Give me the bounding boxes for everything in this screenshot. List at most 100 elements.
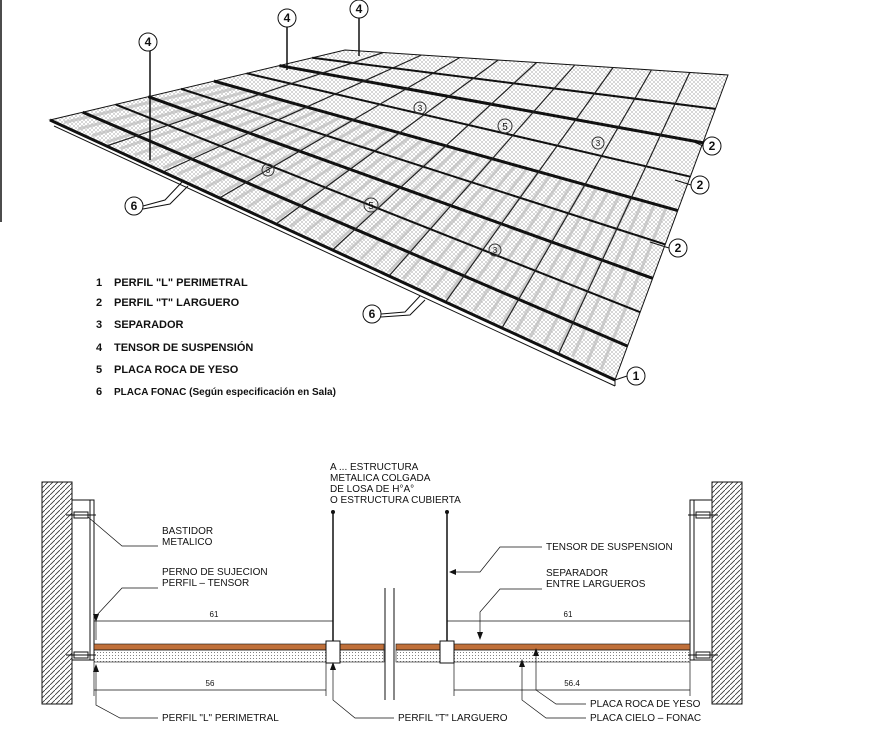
panel-stripe: [599, 208, 667, 371]
panel-stripe: [486, 182, 574, 319]
panel-stripe: [571, 201, 644, 358]
separator-line: [445, 67, 614, 303]
svg-text:3: 3: [493, 246, 498, 255]
callout-2-b: 2: [674, 175, 710, 195]
section-detail: 61 61 56 56.4 A ... ESTRUCTURA METALICA …: [41, 462, 743, 724]
dim-bottom-left: 56: [93, 662, 327, 696]
bolt: [688, 651, 718, 659]
svg-text:TENSOR DE SUSPENSIÓN: TENSOR DE SUSPENSIÓN: [114, 341, 253, 354]
separator-line: [501, 69, 652, 329]
note-perfil-l: PERFIL "L" PERIMETRAL: [93, 664, 279, 724]
panel-stripe: [528, 191, 609, 338]
separator-line: [557, 72, 691, 355]
panel-stripe: [359, 152, 469, 261]
t-profile-left: [325, 640, 341, 664]
svg-text:3: 3: [266, 166, 271, 175]
callout-2-c: 2: [649, 238, 688, 258]
svg-text:5: 5: [368, 201, 374, 212]
panel-stripe: [317, 142, 435, 241]
legend-item-6: 6 PLACA FONAC (Según especificación en S…: [96, 386, 336, 398]
dim-top-left: 61: [93, 610, 334, 644]
svg-text:2: 2: [709, 139, 716, 153]
right-wall: [711, 481, 743, 705]
left-wall: [41, 481, 73, 705]
svg-text:56: 56: [206, 679, 215, 688]
left-frame: [71, 499, 95, 661]
note-structure: A ... ESTRUCTURA METALICA COLGADA DE LOS…: [330, 462, 461, 506]
note-perno: PERNO DE SUJECION PERFIL – TENSOR: [93, 567, 268, 640]
panel-stripe: [458, 175, 551, 306]
bolt: [66, 511, 96, 519]
callout-4-b: 4: [277, 8, 297, 28]
front-perimeter-profile: [49, 118, 616, 382]
separators: [106, 51, 691, 355]
svg-text:PERNO DE SUJECION: PERNO DE SUJECION: [162, 567, 268, 578]
note-separador: SEPARADOR ENTRE LARGUEROS: [477, 568, 646, 640]
svg-text:O ESTRUCTURA CUBIERTA: O ESTRUCTURA CUBIERTA: [330, 495, 461, 506]
note-perfil-t: PERFIL "T" LARGUERO: [330, 662, 508, 724]
svg-text:6: 6: [96, 386, 102, 398]
svg-text:3: 3: [418, 104, 423, 113]
svg-text:METALICA COLGADA: METALICA COLGADA: [330, 473, 431, 484]
dim-bottom-right: 56.4: [453, 662, 691, 696]
legend-item-5: 5 PLACA ROCA DE YESO: [96, 364, 239, 376]
svg-text:4: 4: [145, 35, 152, 49]
svg-text:3: 3: [96, 319, 102, 331]
isometric-ceiling: 4 4 4 2 2 2 1: [48, 0, 729, 387]
surface-label-5: 5: [497, 118, 513, 134]
fonac-panel-right: [395, 649, 691, 663]
svg-text:1: 1: [96, 277, 102, 289]
svg-text:PERFIL "L" PERIMETRAL: PERFIL "L" PERIMETRAL: [162, 713, 279, 724]
svg-text:4: 4: [356, 2, 363, 16]
svg-text:PERFIL "L" PERIMETRAL: PERFIL "L" PERIMETRAL: [114, 277, 248, 289]
svg-text:A ... ESTRUCTURA: A ... ESTRUCTURA: [330, 462, 419, 473]
panel-stripe: [345, 149, 458, 254]
callout-4-c: 4: [349, 0, 369, 19]
svg-text:6: 6: [131, 199, 138, 213]
note-placa-cielo: PLACA CIELO – FONAC: [519, 659, 701, 724]
panel-stripe: [261, 129, 388, 215]
svg-text:2: 2: [96, 297, 102, 309]
svg-text:BASTIDOR: BASTIDOR: [162, 526, 213, 537]
fonac-panel-left: [93, 649, 385, 663]
legend-item-1: 1 PERFIL "L" PERIMETRAL: [96, 277, 248, 289]
surface-label-3: 3: [261, 163, 275, 177]
svg-text:TENSOR DE SUSPENSION: TENSOR DE SUSPENSION: [546, 542, 673, 553]
legend-item-2: 2 PERFIL "T" LARGUERO: [96, 297, 240, 309]
surface-label-5: 5: [363, 197, 379, 213]
surface-label-3: 3: [413, 101, 427, 115]
svg-text:PLACA CIELO – FONAC: PLACA CIELO – FONAC: [590, 713, 701, 724]
svg-text:61: 61: [210, 610, 219, 619]
svg-text:1: 1: [633, 369, 640, 383]
separator-line: [388, 64, 576, 277]
bolt: [66, 651, 96, 659]
svg-text:56.4: 56.4: [564, 679, 580, 688]
panel-stripe: [472, 178, 563, 312]
svg-text:PLACA ROCA DE YESO: PLACA ROCA DE YESO: [590, 699, 701, 710]
bolt: [688, 511, 718, 519]
note-bastidor: BASTIDOR METALICO: [87, 516, 213, 548]
svg-text:61: 61: [564, 610, 573, 619]
panel-stripe: [373, 155, 481, 267]
t-profile-right: [439, 640, 455, 664]
svg-text:4: 4: [284, 11, 291, 25]
callout-4-a: 4: [138, 32, 158, 52]
separator-line: [275, 59, 499, 225]
svg-text:2: 2: [675, 241, 682, 255]
svg-text:METALICO: METALICO: [162, 537, 213, 548]
svg-text:DE LOSA DE H°A°: DE LOSA DE H°A°: [330, 484, 414, 495]
svg-text:PLACA ROCA DE YESO: PLACA ROCA DE YESO: [114, 364, 239, 376]
panel-stripe: [303, 139, 423, 235]
svg-text:PLACA FONAC (Según especificac: PLACA FONAC (Según especificación en Sal…: [114, 387, 336, 398]
right-frame: [689, 499, 713, 661]
separator-line: [219, 56, 461, 199]
panel-stripe: [289, 135, 411, 228]
separator-line: [332, 62, 537, 251]
separator-line: [106, 51, 384, 147]
svg-text:SEPARADOR: SEPARADOR: [114, 319, 184, 331]
legend: 1 PERFIL "L" PERIMETRAL 2 PERFIL "T" LAR…: [96, 277, 336, 398]
svg-text:5: 5: [502, 122, 508, 133]
svg-text:PERFIL – TENSOR: PERFIL – TENSOR: [162, 578, 249, 589]
separator-line: [162, 54, 422, 173]
